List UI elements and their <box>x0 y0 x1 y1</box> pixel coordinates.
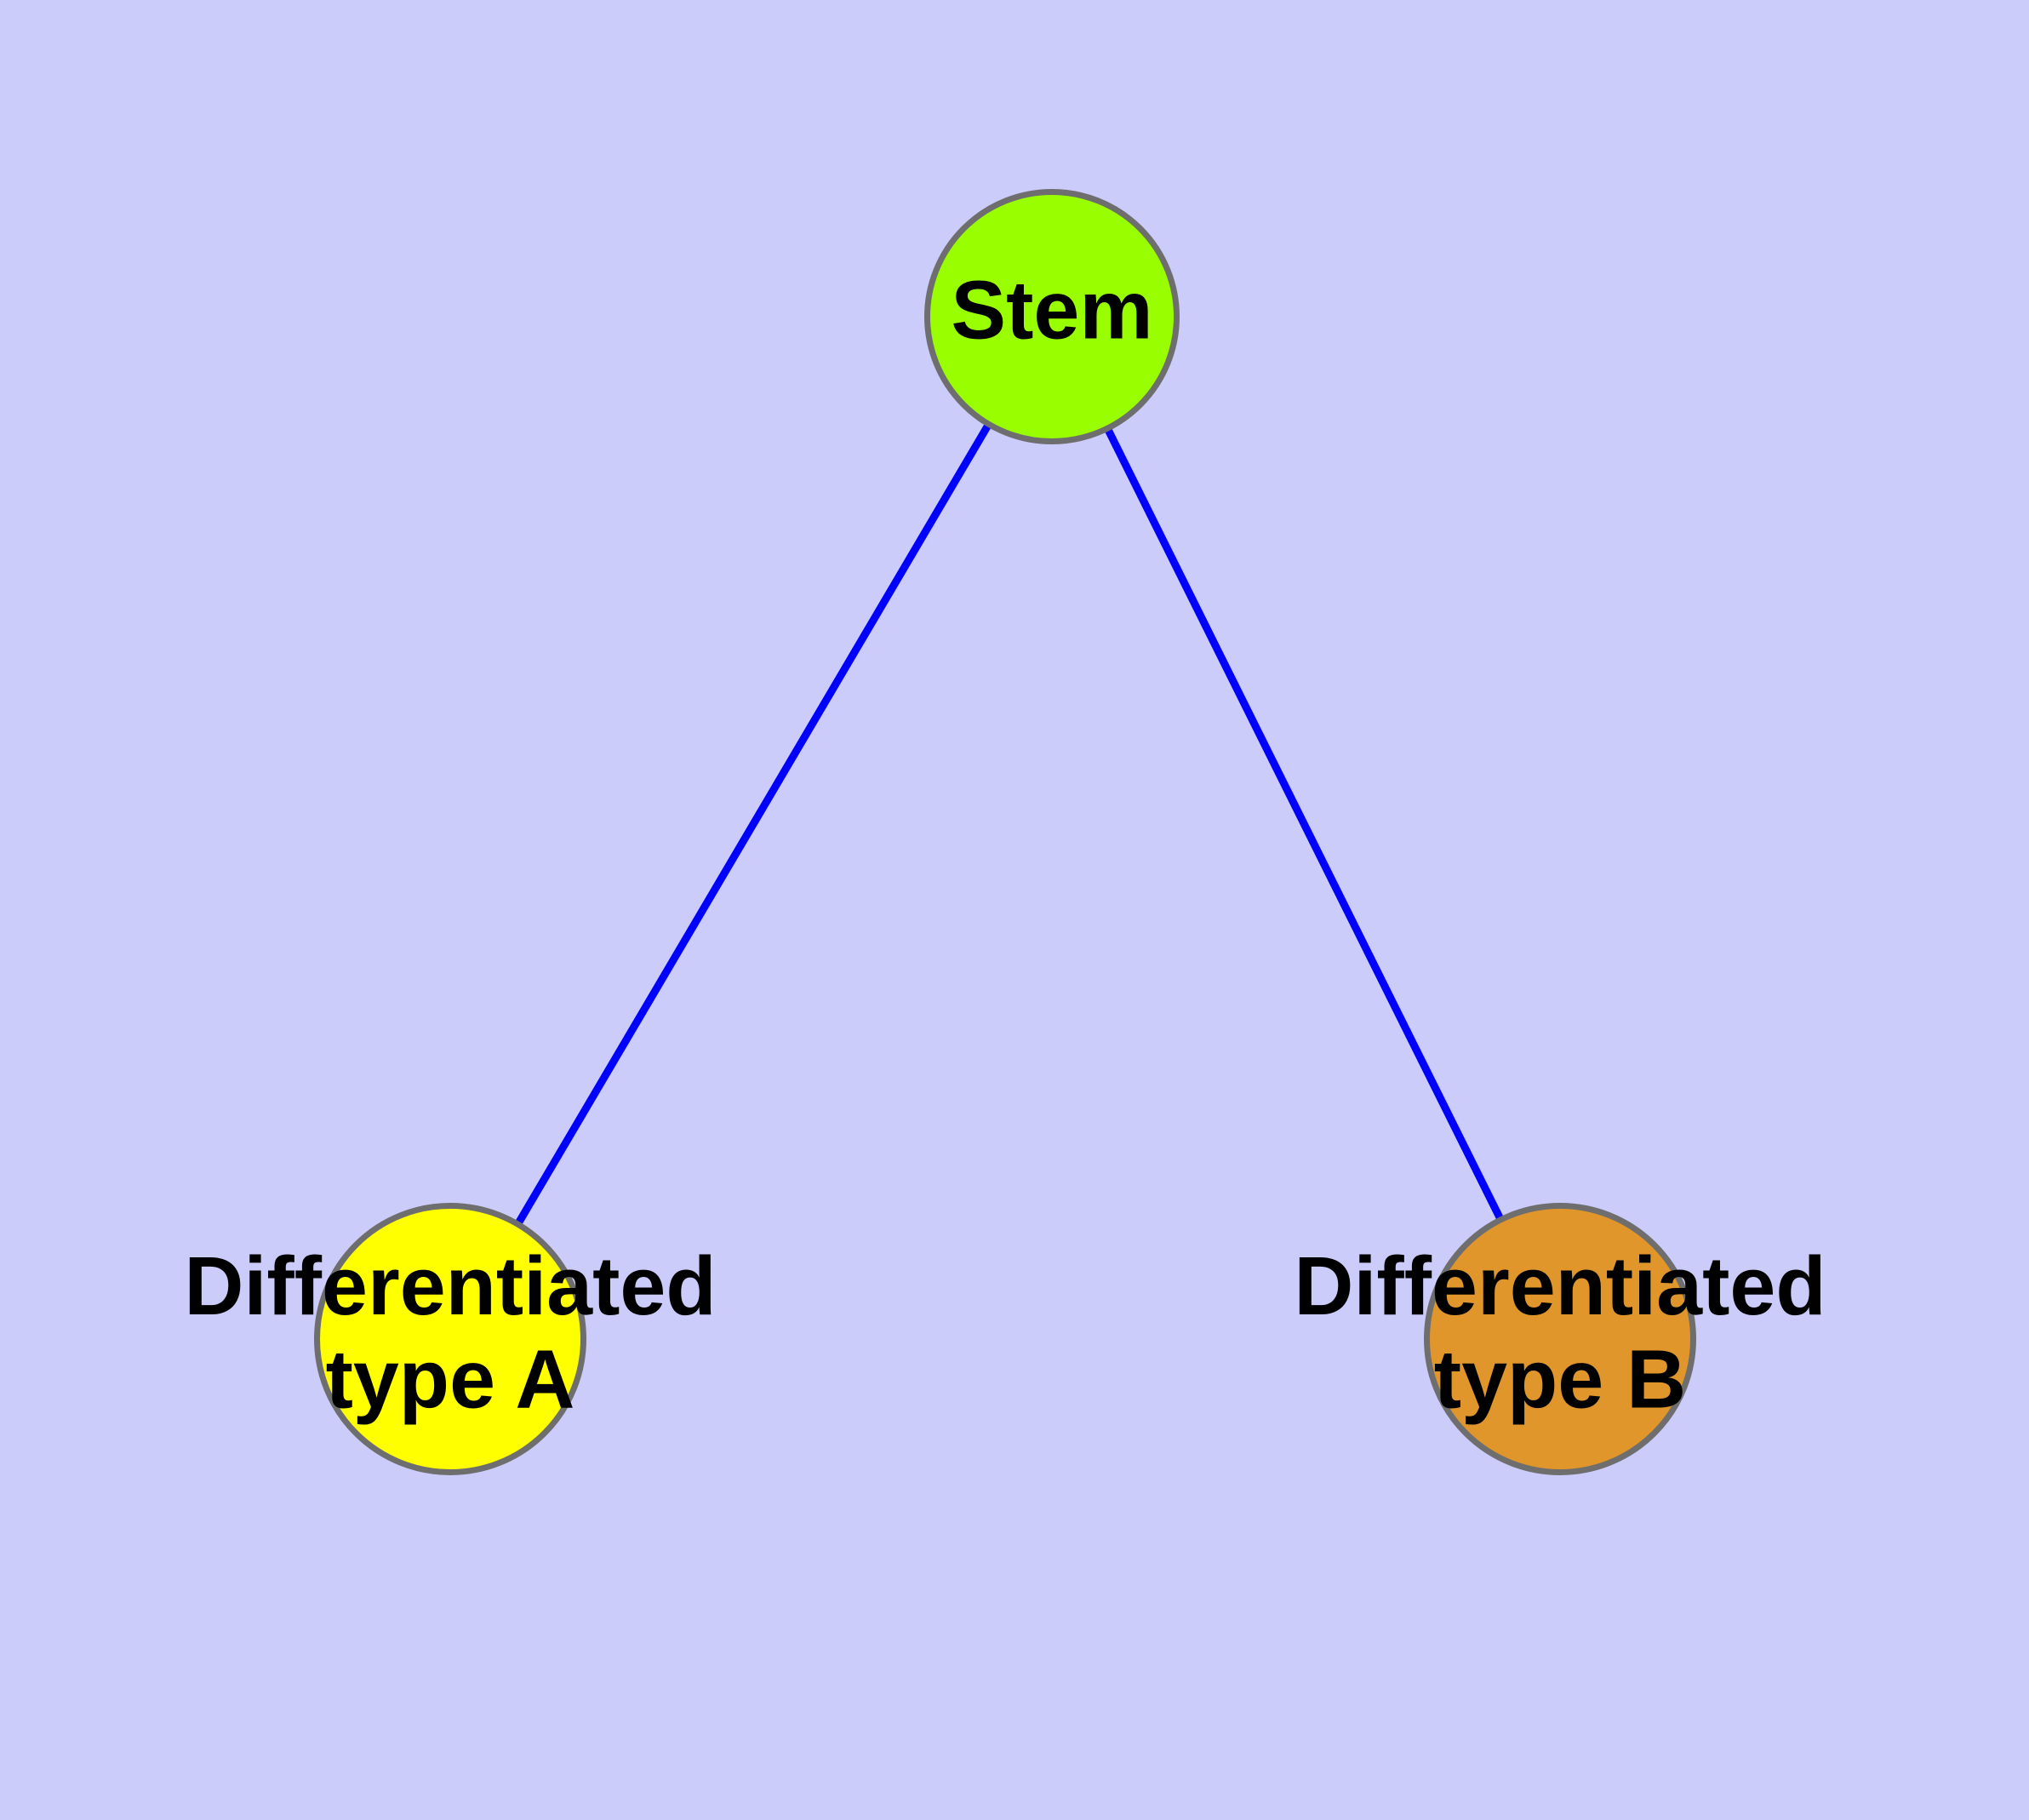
node-label-differentiated-type-b-line2: type B <box>1434 1332 1686 1425</box>
node-circle-differentiated-type-b[interactable] <box>1424 1203 1696 1475</box>
node-diff-a[interactable] <box>314 1203 586 1475</box>
edge-stem-to-differentiated-type-b[interactable] <box>1048 314 1564 1342</box>
node-circle-differentiated-type-a[interactable] <box>314 1203 586 1475</box>
node-layer <box>314 189 1696 1475</box>
node-label-differentiated-type-a-line2: type A <box>326 1332 575 1425</box>
node-circle-stem[interactable] <box>924 189 1180 444</box>
node-label-differentiated-type-a-line1: Differentiated <box>184 1239 716 1332</box>
node-diff-b[interactable] <box>1424 1203 1696 1475</box>
label-layer: Stem Differentiated type A Differentiate… <box>184 264 1826 1426</box>
node-label-stem: Stem <box>951 264 1152 357</box>
edge-layer <box>447 314 1564 1342</box>
edge-stem-to-differentiated-type-a[interactable] <box>447 314 1055 1342</box>
node-label-differentiated-type-b-line1: Differentiated <box>1294 1239 1826 1332</box>
node-stem[interactable] <box>924 189 1180 444</box>
